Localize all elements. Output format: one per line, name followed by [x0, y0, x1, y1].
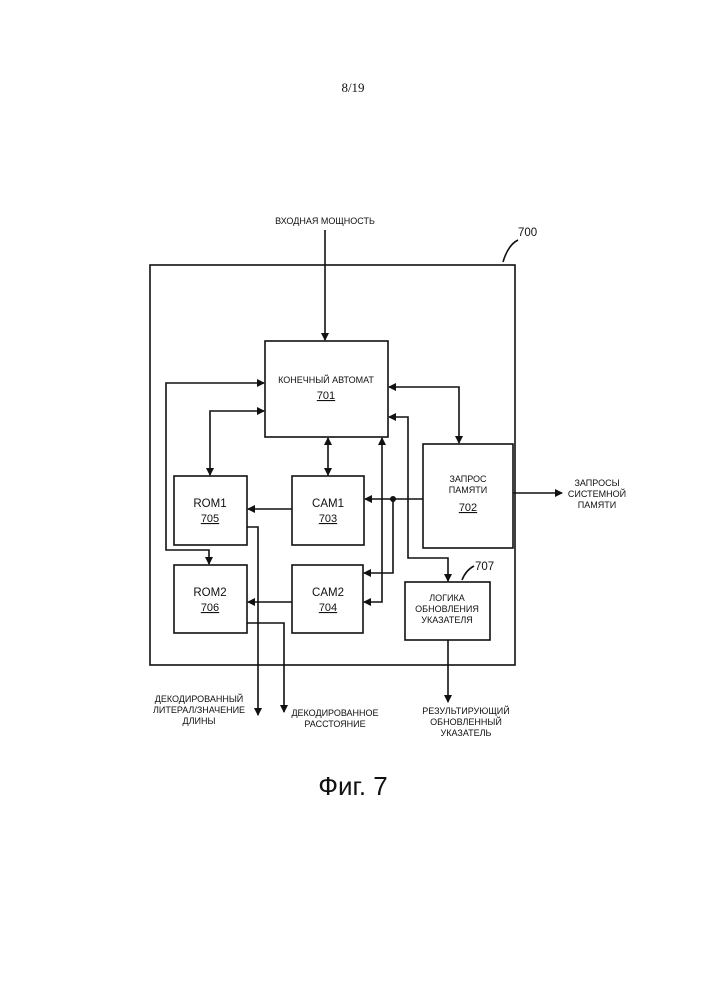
pointer-logic-line3: УКАЗАТЕЛЯ [421, 615, 473, 625]
rom1-block: ROM1 705 [174, 476, 247, 545]
input-label: ВХОДНАЯ МОЩНОСТЬ [275, 216, 375, 226]
pointer-line1: РЕЗУЛЬТИРУЮЩИЙ [422, 705, 509, 716]
fsm-rom1-link [210, 411, 264, 475]
mem-request-ref: 702 [459, 502, 477, 514]
rom1-title: ROM1 [193, 498, 226, 510]
junction-dot [390, 496, 396, 502]
rom2-title: ROM2 [193, 587, 226, 599]
cam2-ref: 704 [319, 602, 337, 614]
pointer-line3: УКАЗАТЕЛЬ [441, 728, 492, 738]
cam1-title: CAM1 [312, 498, 344, 510]
page-number: 8/19 [341, 80, 364, 95]
fsm-block: КОНЕЧНЫЙ АВТОМАТ 701 [265, 341, 388, 437]
pointer-logic-block: ЛОГИКА ОБНОВЛЕНИЯ УКАЗАТЕЛЯ [405, 582, 490, 640]
mem-request-line1: ЗАПРОС [449, 474, 487, 484]
rom2-ref: 706 [201, 602, 219, 614]
system-leader [503, 240, 518, 262]
pointer-logic-line1: ЛОГИКА [429, 593, 465, 603]
literal-line1: ДЕКОДИРОВАННЫЙ [155, 693, 244, 704]
system-mem-line3: ПАМЯТИ [578, 500, 616, 510]
cam2-fsm-link [364, 438, 382, 602]
cam1-ref: 703 [319, 513, 337, 525]
fsm-rom2-link [166, 383, 264, 564]
system-mem-line1: ЗАПРОСЫ [574, 478, 619, 488]
fsm-ref: 701 [317, 390, 335, 402]
cam1-block: CAM1 703 [292, 476, 364, 545]
figure-caption: Фиг. 7 [318, 771, 388, 801]
rom1-output [247, 527, 258, 715]
distance-line2: РАССТОЯНИЕ [304, 719, 365, 729]
memreq-cam2-link [364, 499, 393, 573]
pointer-logic-line2: ОБНОВЛЕНИЯ [415, 604, 479, 614]
mem-request-line2: ПАМЯТИ [449, 485, 487, 495]
system-mem-line2: СИСТЕМНОЙ [568, 488, 626, 499]
rom2-output [247, 623, 284, 712]
pointer-logic-ref: 707 [475, 561, 494, 573]
cam2-title: CAM2 [312, 587, 344, 599]
fsm-memreq-link [389, 387, 459, 443]
mem-request-block: ЗАПРОС ПАМЯТИ 702 [423, 444, 513, 548]
pointer-logic-leader [462, 566, 474, 580]
system-label: 700 [518, 227, 537, 239]
fsm-title: КОНЕЧНЫЙ АВТОМАТ [278, 374, 374, 385]
literal-line3: ДЛИНЫ [183, 716, 216, 726]
cam2-block: CAM2 704 [292, 565, 363, 633]
rom2-block: ROM2 706 [174, 565, 247, 633]
literal-line2: ЛИТЕРАЛ/ЗНАЧЕНИЕ [153, 705, 245, 715]
pointer-line2: ОБНОВЛЕННЫЙ [430, 716, 502, 727]
rom1-ref: 705 [201, 513, 219, 525]
distance-line1: ДЕКОДИРОВАННОЕ [291, 708, 378, 718]
